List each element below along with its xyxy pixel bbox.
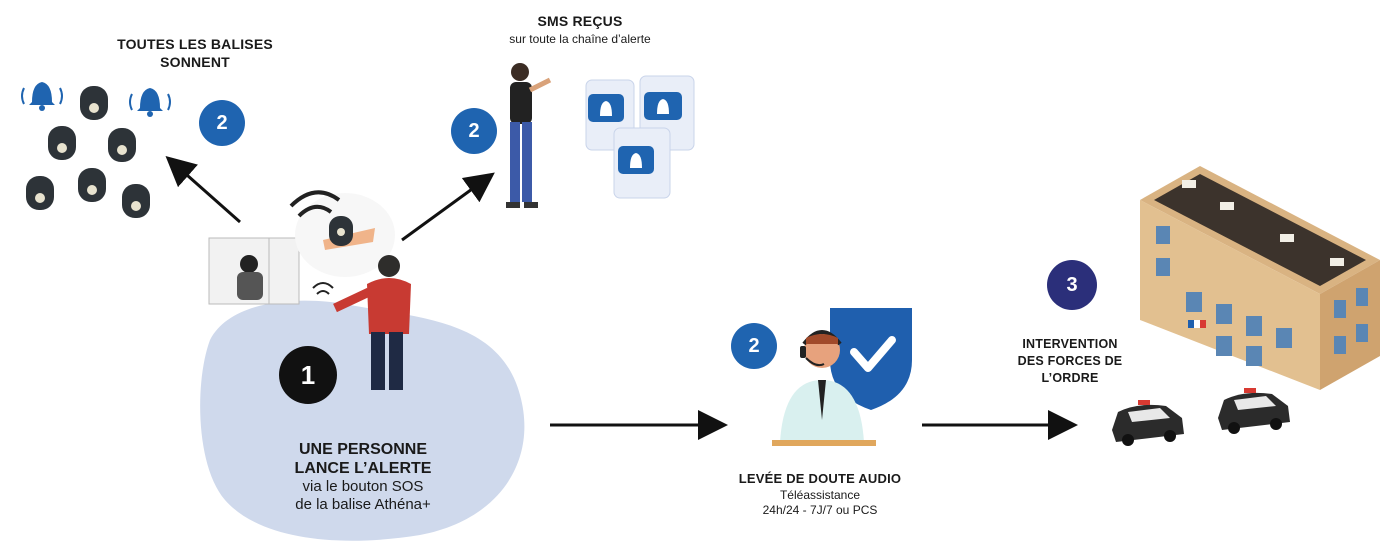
audio-operator-illustration [772,308,912,446]
arrow-to-beacons [165,156,241,224]
audio-step-badge: 2 [731,323,777,369]
police-station-illustration [1140,166,1380,390]
step1-sub-line1: via le bouton SOS [302,478,424,495]
beacon-cluster [21,82,171,218]
intervention-step-badge: 3 [1047,260,1097,310]
beacons-title-line1: TOUTES LES BALISES [117,36,273,52]
bell-icon [129,88,171,117]
step1-title-line2: LANCE L’ALERTE [294,460,432,477]
arrow-to-sms [401,172,495,242]
bell-icon [21,82,63,111]
beacons-step-badge: 2 [199,100,245,146]
police-car-icon [1112,400,1184,446]
step1-sub-line2: de la balise Athéna+ [295,496,431,513]
audio-sub-line2: 24h/24 - 7J/7 ou PCS [762,503,878,517]
beacons-title-line2: SONNENT [160,54,230,70]
step1-badge: 1 [279,346,337,404]
step1-title-line1: UNE PERSONNE [298,441,428,458]
intervention-title-line1: INTERVENTION [1022,337,1118,351]
police-cars-illustration [1112,388,1290,446]
sms-step-badge: 2 [451,108,497,154]
intervention-title-line2: DES FORCES DE [1017,354,1123,368]
step1-text: UNE PERSONNE LANCE L’ALERTE via le bouto… [258,440,468,514]
intervention-title-line3: L’ORDRE [1041,371,1099,385]
sms-phones-illustration [585,75,695,199]
sms-title: SMS REÇUS [537,13,623,29]
intervention-title: INTERVENTION DES FORCES DE L’ORDRE [995,336,1145,387]
audio-text: LEVÉE DE DOUTE AUDIO Téléassistance 24h/… [720,470,920,518]
beacons-title: TOUTES LES BALISES SONNENT [95,35,295,71]
police-car-icon [1218,388,1290,434]
sms-person-illustration [506,63,552,208]
alert-scene-illustration [208,190,411,390]
audio-title: LEVÉE DE DOUTE AUDIO [738,471,902,486]
audio-sub-line1: Téléassistance [779,488,861,502]
sms-subtitle: sur toute la chaîne d’alerte [509,32,651,46]
